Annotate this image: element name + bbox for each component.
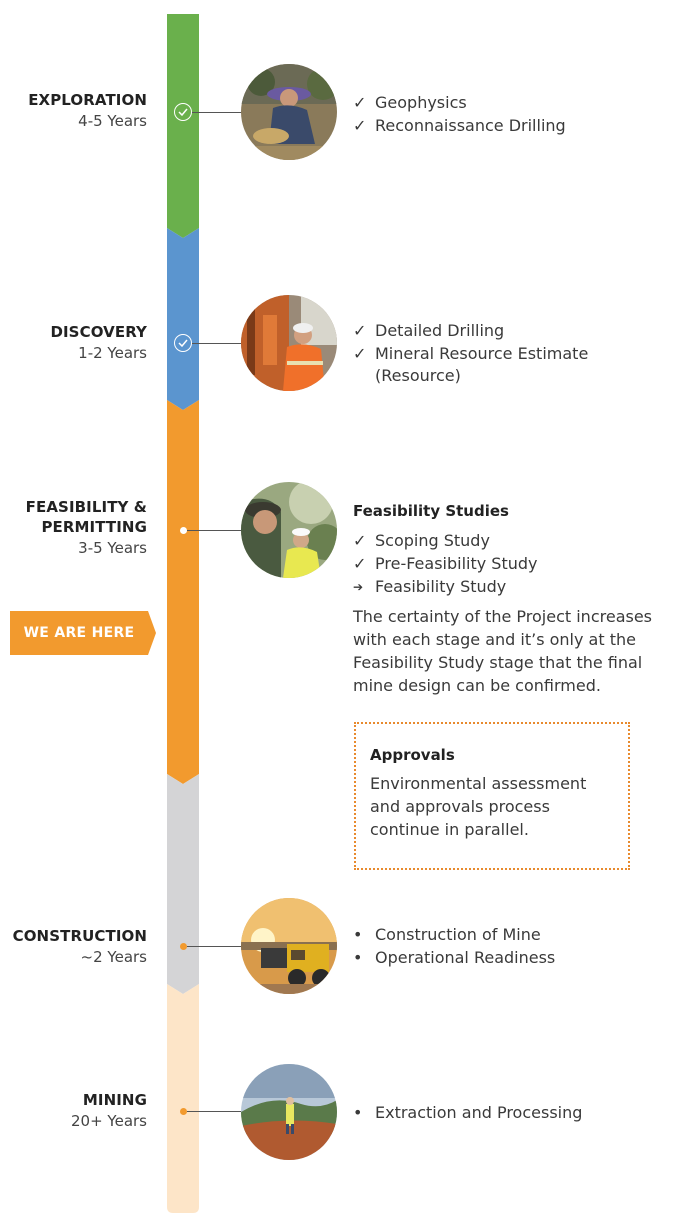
stage-dot [180, 527, 187, 534]
bullet-icon: • [353, 925, 363, 944]
stage-name: DISCOVERY [50, 323, 147, 341]
certainty-paragraph: The certainty of the Project increases w… [353, 607, 653, 695]
segment-construction [167, 774, 199, 994]
stage-duration: 4-5 Years [78, 112, 147, 130]
segment-mining [167, 984, 199, 1213]
stage-label-exploration: EXPLORATION 4-5 Years [0, 90, 147, 132]
list-item: ✓Reconnaissance Drilling [353, 116, 566, 135]
list-item: •Construction of Mine [353, 925, 541, 944]
check-circle-icon [174, 334, 192, 352]
feasibility-activities: Feasibility Studies ✓Scoping Study ✓Pre-… [353, 500, 679, 697]
field-workers-photo [241, 482, 337, 578]
arrow-right-icon: ➔ [353, 580, 364, 594]
segment-feasibility [167, 400, 199, 784]
stage-name: PERMITTING [41, 518, 147, 536]
list-item: ✓Detailed Drilling [353, 321, 505, 340]
bullet-icon: • [353, 948, 363, 967]
stage-duration: 20+ Years [71, 1112, 147, 1130]
stage-dot [180, 1108, 187, 1115]
approvals-title: Approvals [370, 746, 455, 764]
we-are-here-label: WE ARE HERE [23, 625, 135, 641]
stage-label-feasibility: FEASIBILITY & PERMITTING 3-5 Years [0, 497, 147, 559]
list-item: ✓Mineral Resource Estimate (Resource) [353, 344, 589, 385]
list-item: ➔Feasibility Study [353, 577, 507, 596]
check-circle-icon [174, 103, 192, 121]
connector-line [187, 1111, 244, 1113]
approvals-text: Environmental assessment and approvals p… [370, 774, 587, 839]
mining-activities: •Extraction and Processing [353, 1102, 582, 1125]
stage-label-construction: CONSTRUCTION ~2 Years [0, 926, 147, 968]
check-icon: ✓ [353, 321, 367, 340]
connector-line [192, 112, 244, 114]
check-icon: ✓ [353, 344, 367, 363]
list-item: ✓Pre-Feasibility Study [353, 554, 538, 573]
stage-label-discovery: DISCOVERY 1-2 Years [0, 322, 147, 364]
connector-line [192, 343, 244, 345]
exploration-activities: ✓Geophysics ✓Reconnaissance Drilling [353, 92, 566, 138]
stage-label-mining: MINING 20+ Years [0, 1090, 147, 1132]
discovery-activities: ✓Detailed Drilling ✓Mineral Resource Est… [353, 320, 635, 388]
bullet-icon: • [353, 1103, 363, 1122]
worker-on-hill-photo [241, 1064, 337, 1160]
check-icon: ✓ [353, 531, 367, 550]
stage-duration: ~2 Years [80, 948, 147, 966]
stage-duration: 1-2 Years [78, 344, 147, 362]
list-item: ✓Scoping Study [353, 531, 490, 550]
check-icon: ✓ [353, 554, 367, 573]
stage-name: EXPLORATION [28, 91, 147, 109]
list-item: •Extraction and Processing [353, 1103, 583, 1122]
feasibility-studies-title: Feasibility Studies [353, 502, 509, 520]
approvals-box: Approvals Environmental assessment and a… [354, 722, 630, 870]
construction-activities: •Construction of Mine •Operational Readi… [353, 924, 555, 970]
stage-duration: 3-5 Years [78, 539, 147, 557]
stage-name: FEASIBILITY & [25, 498, 147, 516]
segment-exploration [167, 14, 199, 238]
check-icon: ✓ [353, 116, 367, 135]
list-item: ✓Geophysics [353, 93, 467, 112]
stage-name: MINING [82, 1091, 147, 1109]
check-icon: ✓ [353, 93, 367, 112]
list-item: •Operational Readiness [353, 948, 556, 967]
connector-line [187, 946, 244, 948]
prospector-panning-photo [241, 64, 337, 160]
stage-name: CONSTRUCTION [12, 927, 147, 945]
we-are-here-tag: WE ARE HERE [10, 611, 156, 655]
segment-discovery [167, 228, 199, 410]
haul-trucks-photo [241, 898, 337, 994]
stage-dot [180, 943, 187, 950]
connector-line [187, 530, 244, 532]
drill-rig-worker-photo [241, 295, 337, 391]
